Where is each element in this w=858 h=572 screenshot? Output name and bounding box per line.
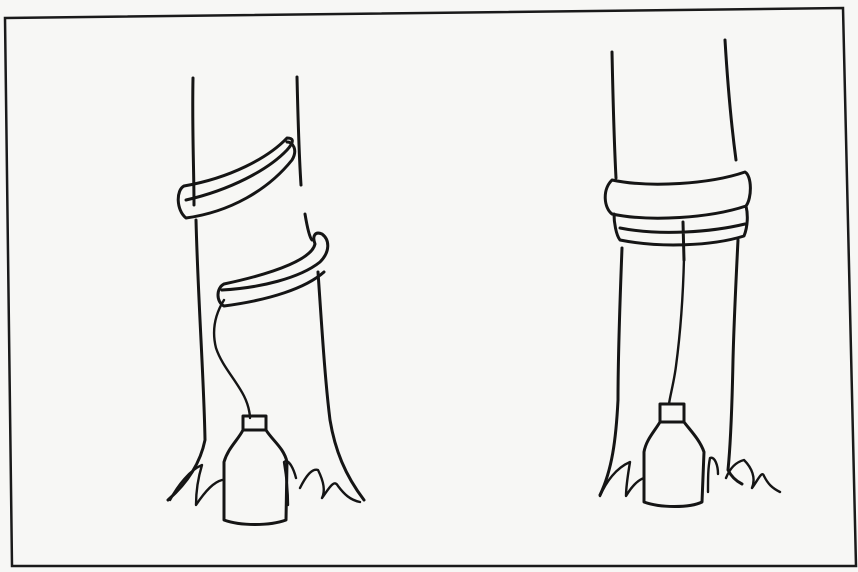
right-ring-band: [605, 172, 750, 260]
right-root-right: [726, 460, 780, 492]
left-panel: [168, 77, 364, 525]
left-trunk-right-edge: [297, 77, 364, 500]
left-spiral-band-lower: [218, 233, 328, 306]
left-root-left: [170, 465, 222, 505]
left-tube: [214, 300, 250, 418]
left-bottle-cap: [243, 416, 266, 430]
right-tube: [669, 258, 684, 404]
right-root-mid: [708, 458, 718, 492]
right-trunk-left-edge: [600, 52, 622, 495]
right-trunk-right-edge: [725, 40, 742, 484]
left-root-right: [300, 470, 360, 502]
left-bottle-body: [224, 430, 287, 525]
right-panel: [600, 40, 780, 507]
left-trunk-left-edge: [168, 78, 205, 500]
left-spiral-band-upper: [178, 138, 294, 218]
right-bottle-body: [644, 422, 704, 507]
right-bottle-cap: [660, 404, 684, 422]
